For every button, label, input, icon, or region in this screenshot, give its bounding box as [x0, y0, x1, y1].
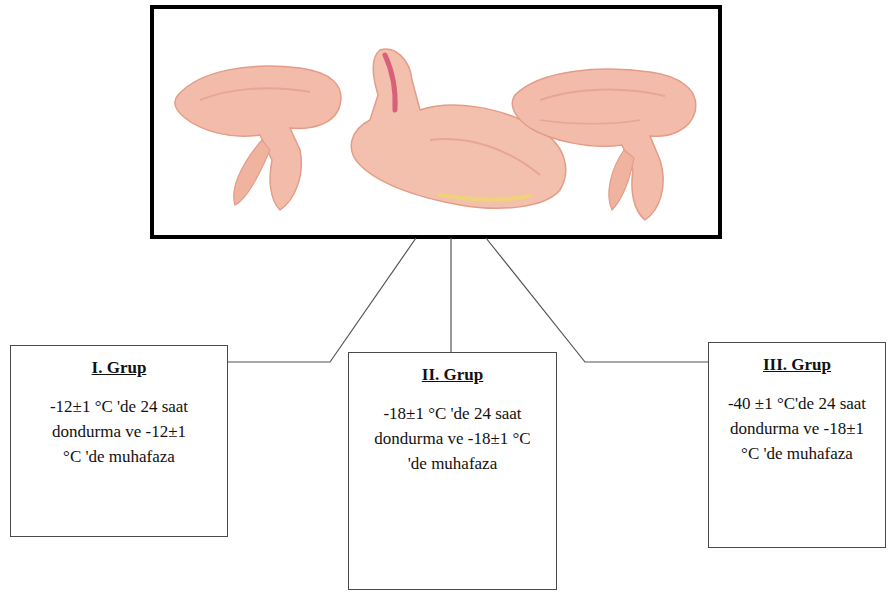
- group-description: -18±1 °C 'de 24 saat dondurma ve -18±1 °…: [371, 401, 534, 476]
- leader-line: [486, 238, 708, 362]
- group-box: I. Grup -12±1 °C 'de 24 saat dondurma ve …: [10, 345, 228, 537]
- group-title: I. Grup: [41, 356, 197, 380]
- leader-line: [450, 238, 451, 352]
- group-box: III. Grup -40 ±1 °C'de 24 saat dondurma v…: [708, 342, 886, 548]
- group-description: -40 ±1 °C'de 24 saat dondurma ve -18±1 °…: [723, 391, 871, 466]
- group-description: -12±1 °C 'de 24 saat dondurma ve -12±1 °…: [41, 394, 197, 469]
- chicken-wing: [512, 69, 695, 220]
- group-title: III. Grup: [723, 353, 871, 377]
- group-title: II. Grup: [371, 363, 534, 387]
- chicken-wing: [175, 66, 341, 210]
- leader-line: [228, 238, 416, 362]
- group-box: II. Grup -18±1 °C 'de 24 saat dondurma ve…: [348, 352, 557, 590]
- photo-frame: [152, 7, 720, 237]
